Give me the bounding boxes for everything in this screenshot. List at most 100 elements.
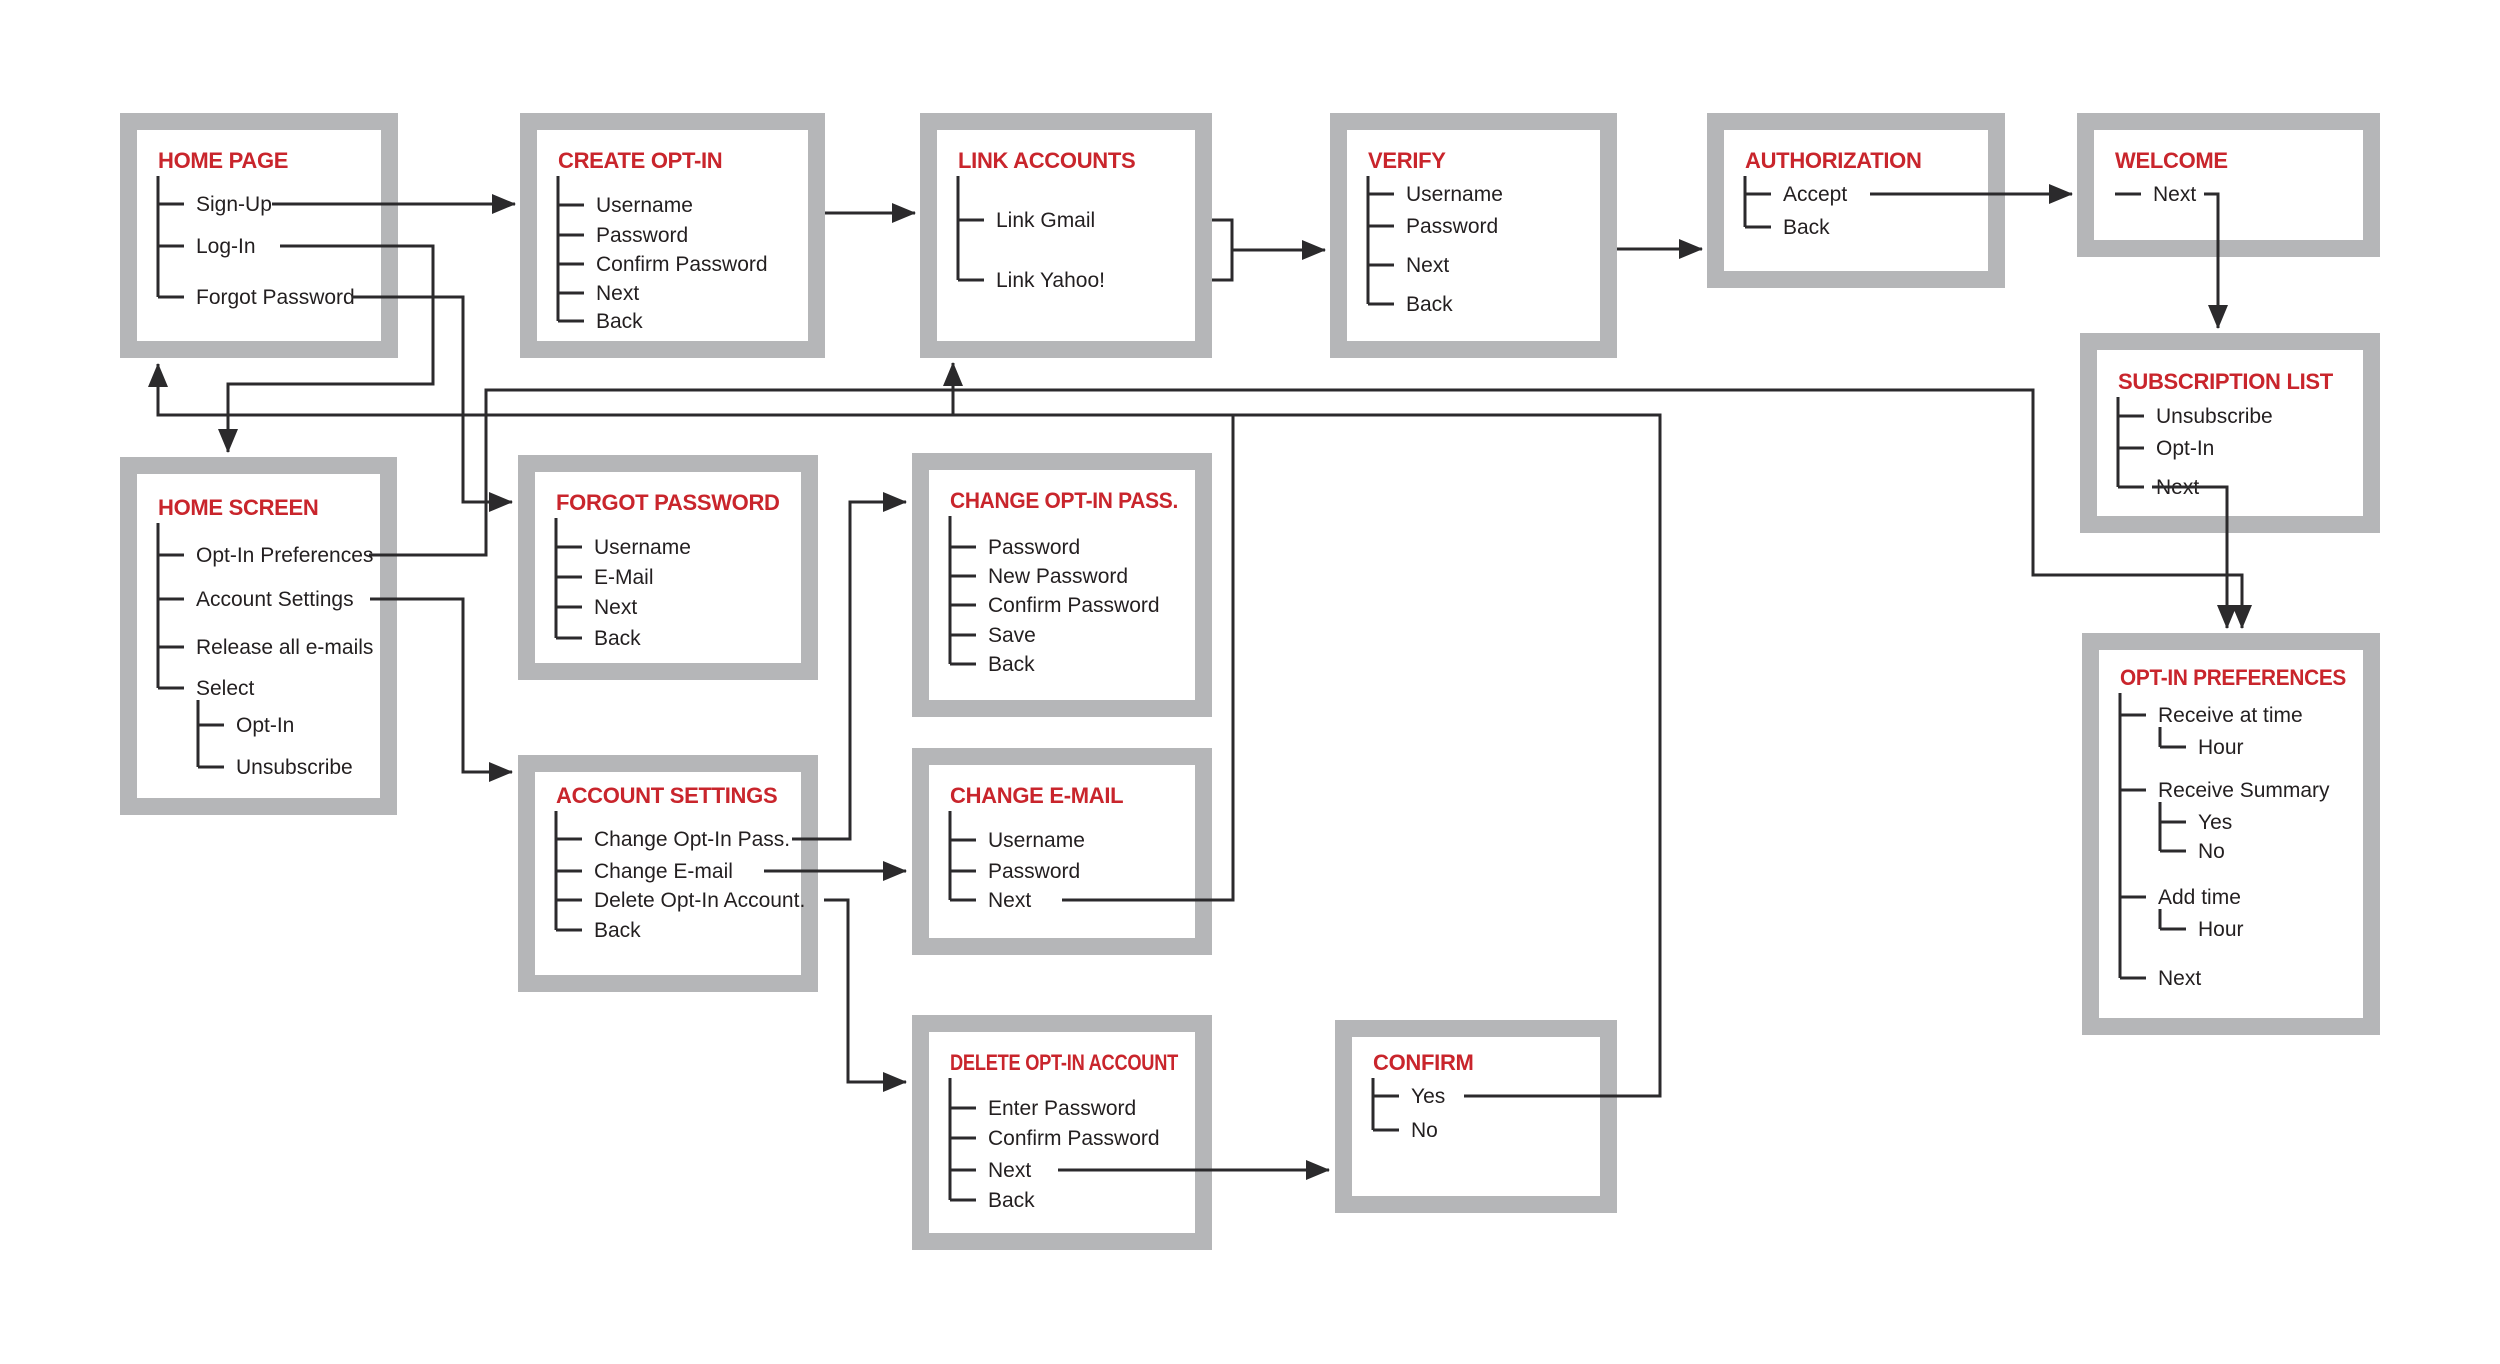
forgot-password-title: FORGOT PASSWORD xyxy=(556,490,780,515)
create-opt-in-item-back: Back xyxy=(596,310,643,333)
verify-item-back: Back xyxy=(1406,293,1453,316)
link-accounts-title: LINK ACCOUNTS xyxy=(958,148,1135,173)
confirm-item-yes: Yes xyxy=(1411,1085,1445,1108)
box-delete-opt-in-account xyxy=(912,1015,1212,1250)
authorization-body xyxy=(1724,130,1988,271)
home-screen-body xyxy=(137,474,380,798)
connector-confirm-yes-return-to-home-page xyxy=(148,363,1662,1098)
change-e-mail-title: CHANGE E-MAIL xyxy=(950,783,1123,808)
forgot-password-item-username: Username xyxy=(594,536,691,559)
home-screen-item-select: Select xyxy=(196,677,255,700)
forgot-password-body xyxy=(535,472,801,663)
change-opt-in-pass-title: CHANGE OPT-IN PASS. xyxy=(950,488,1178,513)
create-opt-in-item-next: Next xyxy=(596,282,639,305)
home-screen-item-opt-in: Opt-In xyxy=(236,714,294,737)
connector-home-log-in-to-home-screen xyxy=(218,244,435,453)
change-opt-in-pass-item-new-password: New Password xyxy=(988,565,1128,588)
connector-link-accounts-bracket xyxy=(1212,218,1234,282)
confirm-body xyxy=(1352,1037,1600,1196)
create-opt-in-item-confirm-password: Confirm Password xyxy=(596,253,768,276)
opt-in-preferences-item-receive-at-time: Receive at time xyxy=(2158,704,2303,727)
verify-item-password: Password xyxy=(1406,215,1498,238)
opt-in-preferences-item-hour: Hour xyxy=(2198,736,2244,759)
welcome-title: WELCOME xyxy=(2115,148,2228,173)
change-opt-in-pass-item-back: Back xyxy=(988,653,1035,676)
link-accounts-item-link-yahoo-: Link Yahoo! xyxy=(996,269,1105,292)
account-settings-item-change-e-mail: Change E-mail xyxy=(594,860,733,883)
welcome-item-next: Next xyxy=(2153,183,2196,206)
account-settings-item-delete-opt-in-account-: Delete Opt-In Account. xyxy=(594,889,805,912)
change-opt-in-pass-item-confirm-password: Confirm Password xyxy=(988,594,1160,617)
home-screen-item-account-settings: Account Settings xyxy=(196,588,354,611)
create-opt-in-title: CREATE OPT-IN xyxy=(558,148,722,173)
forgot-password-item-back: Back xyxy=(594,627,641,650)
change-opt-in-pass-item-save: Save xyxy=(988,624,1036,647)
authorization-item-back: Back xyxy=(1783,216,1830,239)
confirm-item-no: No xyxy=(1411,1119,1438,1142)
change-e-mail-item-password: Password xyxy=(988,860,1080,883)
change-e-mail-item-next: Next xyxy=(988,889,1031,912)
opt-in-preferences-body xyxy=(2099,650,2363,1018)
box-verify xyxy=(1330,113,1617,358)
change-opt-in-pass-item-password: Password xyxy=(988,536,1080,559)
box-account-settings xyxy=(518,755,818,992)
subscription-list-item-opt-in: Opt-In xyxy=(2156,437,2214,460)
account-settings-title: ACCOUNT SETTINGS xyxy=(556,783,777,808)
connector-account-settings-delete-to-delete-box xyxy=(824,898,907,1092)
opt-in-preferences-item-no: No xyxy=(2198,840,2225,863)
box-opt-in-preferences xyxy=(2082,633,2380,1035)
change-opt-in-pass-body xyxy=(929,470,1195,700)
connector-change-email-next-to-return-line xyxy=(1062,415,1235,902)
confirm-title: CONFIRM xyxy=(1373,1050,1474,1075)
home-screen-title: HOME SCREEN xyxy=(158,495,319,520)
forgot-password-item-e-mail: E-Mail xyxy=(594,566,654,589)
box-subscription-list xyxy=(2080,333,2380,533)
opt-in-preferences-item-hour: Hour xyxy=(2198,918,2244,941)
home-screen-item-opt-in-preferences: Opt-In Preferences xyxy=(196,544,373,567)
opt-in-preferences-item-yes: Yes xyxy=(2198,811,2232,834)
change-e-mail-body xyxy=(929,765,1195,938)
verify-title: VERIFY xyxy=(1368,148,1446,173)
delete-opt-in-account-item-enter-password: Enter Password xyxy=(988,1097,1136,1120)
create-opt-in-item-username: Username xyxy=(596,194,693,217)
welcome-body xyxy=(2094,130,2363,240)
authorization-item-accept: Accept xyxy=(1783,183,1847,206)
delete-opt-in-account-title: DELETE OPT-IN ACCOUNT xyxy=(950,1050,1179,1075)
box-create-opt-in xyxy=(520,113,825,358)
create-opt-in-item-password: Password xyxy=(596,224,688,247)
subscription-list-item-unsubscribe: Unsubscribe xyxy=(2156,405,2273,428)
account-settings-item-back: Back xyxy=(594,919,641,942)
connector-home-screen-account-settings-to-account-settings-box xyxy=(370,597,513,782)
verify-item-next: Next xyxy=(1406,254,1449,277)
connector-home-screen-opt-in-prefs-to-opt-in-preferences xyxy=(369,388,2252,629)
link-accounts-item-link-gmail: Link Gmail xyxy=(996,209,1095,232)
connector-account-settings-change-pass-to-change-opt-in-pass-box xyxy=(792,492,907,841)
box-welcome xyxy=(2077,113,2380,257)
box-change-opt-in-pass xyxy=(912,453,1212,717)
home-page-item-forgot-password: Forgot Password xyxy=(196,286,355,309)
account-settings-body xyxy=(535,772,801,975)
account-settings-item-change-opt-in-pass-: Change Opt-In Pass. xyxy=(594,828,790,851)
forgot-password-item-next: Next xyxy=(594,596,637,619)
opt-in-preferences-item-add-time: Add time xyxy=(2158,886,2241,909)
opt-in-preferences-item-next: Next xyxy=(2158,967,2201,990)
opt-in-preferences-title: OPT-IN PREFERENCES xyxy=(2120,665,2346,690)
verify-body xyxy=(1347,130,1600,341)
home-page-item-sign-up: Sign-Up xyxy=(196,193,272,216)
link-accounts-body xyxy=(937,130,1195,341)
box-confirm xyxy=(1335,1020,1617,1213)
change-e-mail-item-username: Username xyxy=(988,829,1085,852)
delete-opt-in-account-item-next: Next xyxy=(988,1159,1031,1182)
subscription-list-title: SUBSCRIPTION LIST xyxy=(2118,369,2334,394)
home-page-body xyxy=(137,130,381,341)
home-page-item-log-in: Log-In xyxy=(196,235,256,258)
box-home-page xyxy=(120,113,398,358)
box-forgot-password xyxy=(518,455,818,680)
home-screen-item-release-all-e-mails: Release all e-mails xyxy=(196,636,373,659)
box-link-accounts xyxy=(920,113,1212,358)
box-change-e-mail xyxy=(912,748,1212,955)
connector-welcome-next-to-subscription-list xyxy=(2204,192,2228,329)
delete-opt-in-account-item-back: Back xyxy=(988,1189,1035,1212)
opt-in-preferences-item-receive-summary: Receive Summary xyxy=(2158,779,2330,802)
